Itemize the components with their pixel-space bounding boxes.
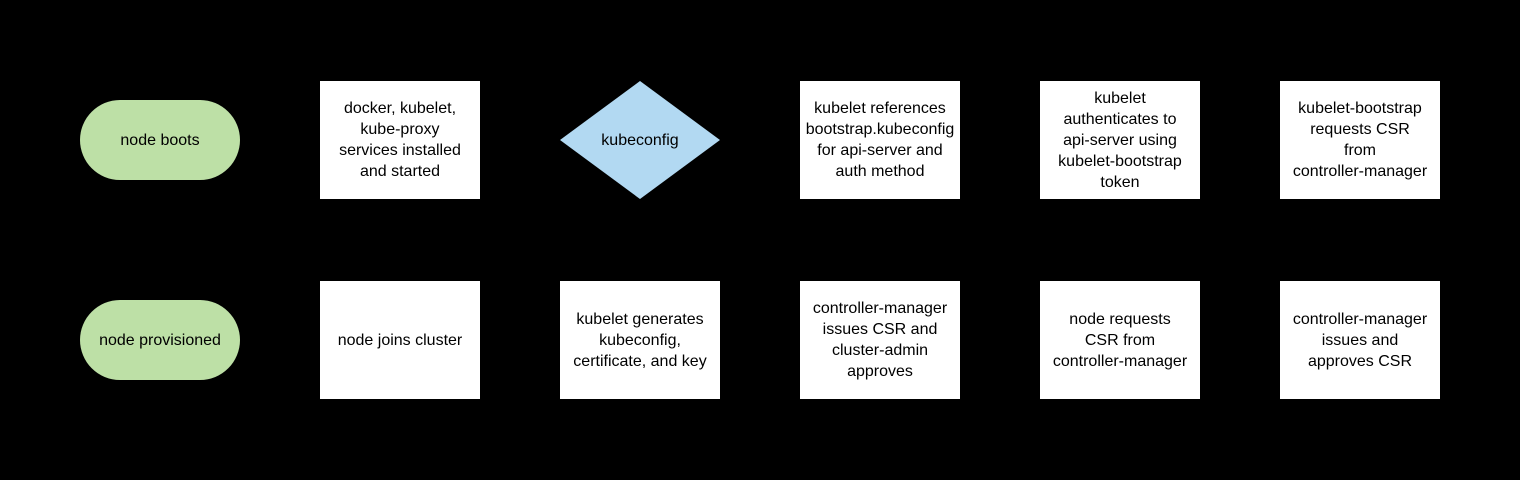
process-kubelet-authenticates-to-api-server: kubelet authenticates to api-server usin… <box>1040 81 1200 199</box>
decision-kubeconfig: kubeconfig <box>560 81 720 199</box>
terminal-node-boots: node boots <box>80 100 240 180</box>
process-services-installed: docker, kubelet, kube-proxy services ins… <box>320 81 480 199</box>
terminal-node-provisioned: node provisioned <box>80 300 240 380</box>
process-kubelet-generates-kubeconfig: kubelet generates kubeconfig, certificat… <box>560 281 720 399</box>
process-node-requests-csr: node requests CSR from controller-manage… <box>1040 281 1200 399</box>
process-node-joins-cluster: node joins cluster <box>320 281 480 399</box>
process-kubelet-bootstrap-requests-csr: kubelet-bootstrap requests CSR from cont… <box>1280 81 1440 199</box>
process-controller-manager-issues-csr-admin-approves: controller-manager issues CSR and cluste… <box>800 281 960 399</box>
process-controller-manager-issues-and-approves-csr: controller-manager issues and approves C… <box>1280 281 1440 399</box>
process-kubelet-references-bootstrap-kubeconfig: kubelet references bootstrap.kubeconfig … <box>800 81 960 199</box>
